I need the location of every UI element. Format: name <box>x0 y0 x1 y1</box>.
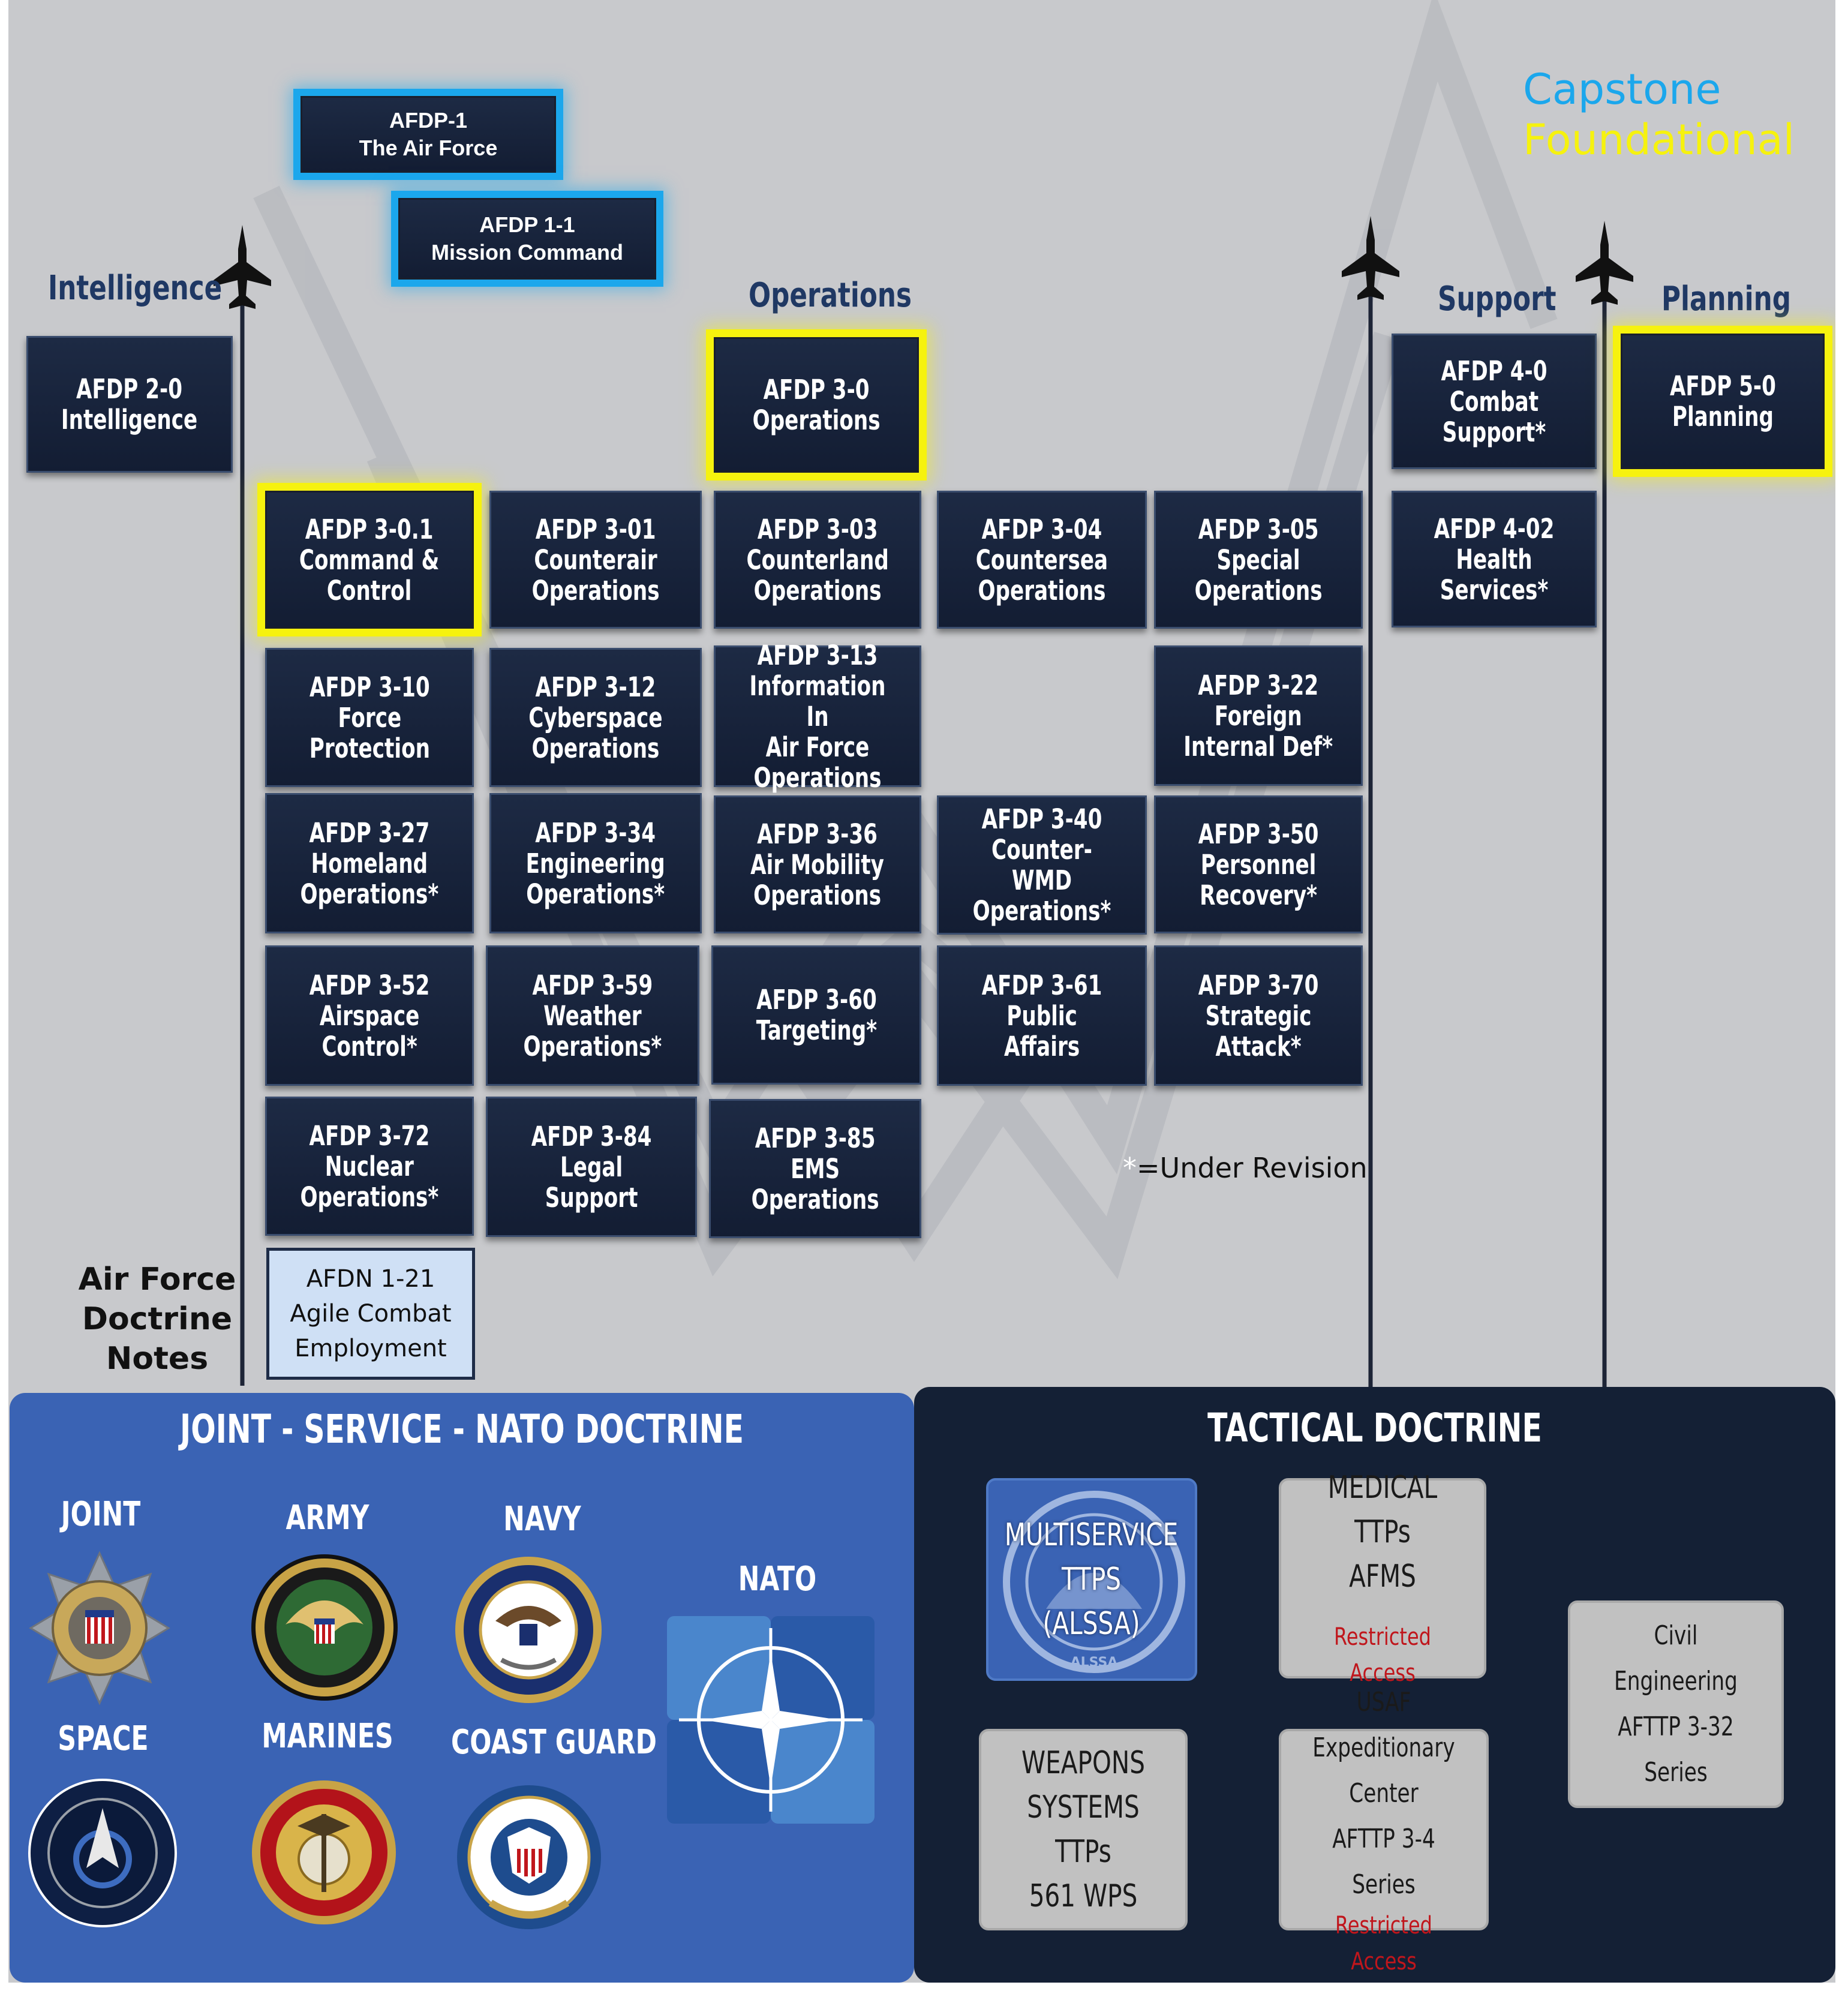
army-seal-icon <box>251 1554 398 1701</box>
doc-afdp-3-0[interactable]: AFDP 3-0 Operations <box>714 337 919 473</box>
doctrine-chart: Capstone Foundational Intelligence Opera… <box>8 0 1835 1983</box>
tac-civil-engineering[interactable]: Civil Engineering AFTTP 3-32 Series <box>1568 1600 1784 1808</box>
legend-capstone: Capstone <box>1523 65 1721 114</box>
tactical-doctrine-panel: TACTICAL DOCTRINE ALSSA MULTISERVICE TTP… <box>914 1387 1835 1983</box>
doc-afdp-3-36[interactable]: AFDP 3-36 Air Mobility Operations <box>714 795 921 933</box>
service-label-nato: NATO <box>738 1560 817 1599</box>
tac-multiservice-ttps[interactable]: ALSSA MULTISERVICE TTPS (ALSSA) <box>986 1478 1197 1681</box>
navy-seal-icon <box>455 1557 602 1703</box>
alssa-seal-icon: ALSSA <box>1003 1491 1185 1673</box>
doc-afdn-1-21[interactable]: AFDN 1-21 Agile Combat Employment <box>266 1248 475 1380</box>
doc-afdp-2-0[interactable]: AFDP 2-0 Intelligence <box>26 336 233 473</box>
legend-foundational: Foundational <box>1523 115 1795 164</box>
doc-afdp-3-84[interactable]: AFDP 3-84 Legal Support <box>486 1097 697 1237</box>
tac-medical-restricted: Restricted Access <box>1334 1623 1431 1687</box>
tac-medical-label: MEDICAL TTPs AFMS <box>1327 1470 1438 1594</box>
revision-text: =Under Revision <box>1137 1152 1368 1184</box>
nato-compass-icon <box>667 1616 875 1824</box>
timeline-arrows <box>240 246 1607 1391</box>
tac-multiservice-label: MULTISERVICE TTPS (ALSSA) <box>1005 1517 1179 1642</box>
doc-afdp-3-03[interactable]: AFDP 3-03 Counterland Operations <box>714 491 921 629</box>
joint-service-nato-panel: JOINT - SERVICE - NATO DOCTRINE JOINT AR… <box>10 1393 914 1983</box>
doc-afdp-3-85[interactable]: AFDP 3-85 EMS Operations <box>709 1099 921 1238</box>
service-label-army: ARMY <box>286 1498 369 1537</box>
doc-afdp-3-0-1[interactable]: AFDP 3-0.1 Command & Control <box>265 491 474 629</box>
doc-afdp-3-61[interactable]: AFDP 3-61 Public Affairs <box>937 945 1147 1086</box>
coast-guard-seal-icon <box>457 1785 601 1929</box>
doc-afdp-3-13[interactable]: AFDP 3-13 Information In Air Force Opera… <box>714 640 921 793</box>
doc-afdp-3-34[interactable]: AFDP 3-34 Engineering Operations* <box>489 793 702 933</box>
service-label-marines: MARINES <box>262 1717 393 1756</box>
fighter-jet-icon <box>214 225 271 309</box>
doc-afdp-3-12[interactable]: AFDP 3-12 Cyberspace Operations <box>489 648 702 787</box>
marine-corps-seal-icon <box>252 1780 396 1924</box>
service-label-space: SPACE <box>58 1719 149 1758</box>
doc-afdp-3-59[interactable]: AFDP 3-59 Weather Operations* <box>486 945 699 1086</box>
doc-afdp-4-0[interactable]: AFDP 4-0 Combat Support* <box>1392 334 1597 469</box>
doc-afdp-3-22[interactable]: AFDP 3-22 Foreign Internal Def* <box>1154 645 1363 786</box>
doc-afdp-3-04[interactable]: AFDP 3-04 Countersea Operations <box>937 491 1147 629</box>
doctrine-notes-heading: Air Force Doctrine Notes <box>78 1262 236 1377</box>
doc-afdp-3-40[interactable]: AFDP 3-40 Counter-WMD Operations* <box>937 795 1147 935</box>
tac-expeditionary-restricted: Restricted Access <box>1335 1912 1432 1975</box>
tac-weapons-systems-ttps[interactable]: WEAPONS SYSTEMS TTPs 561 WPS <box>979 1729 1188 1930</box>
tac-expeditionary-center[interactable]: USAF Expeditionary Center AFTTP 3-4 Seri… <box>1279 1687 1489 1975</box>
doc-afdp-3-72[interactable]: AFDP 3-72 Nuclear Operations* <box>265 1097 474 1236</box>
service-label-joint: JOINT <box>61 1495 141 1534</box>
doc-afdp-3-70[interactable]: AFDP 3-70 Strategic Attack* <box>1154 945 1363 1086</box>
joint-chiefs-seal-icon <box>29 1551 170 1705</box>
doc-afdp-3-52[interactable]: AFDP 3-52 Airspace Control* <box>265 945 474 1086</box>
doc-afdp-3-60[interactable]: AFDP 3-60 Targeting* <box>711 945 921 1085</box>
doc-afdp-3-10[interactable]: AFDP 3-10 Force Protection <box>265 648 474 787</box>
doc-afdp-3-05[interactable]: AFDP 3-05 Special Operations <box>1154 491 1363 629</box>
column-intelligence: Intelligence <box>48 269 223 308</box>
tac-weapons-label: WEAPONS SYSTEMS TTPs 561 WPS <box>1021 1745 1145 1914</box>
column-support: Support <box>1438 280 1556 319</box>
service-label-navy: NAVY <box>503 1500 581 1539</box>
fighter-jet-icon <box>1576 221 1633 305</box>
doc-afdp-3-27[interactable]: AFDP 3-27 Homeland Operations* <box>265 793 474 933</box>
revision-star: * <box>1123 1152 1137 1184</box>
doc-afdp-1-1[interactable]: AFDP 1-1 Mission Command <box>398 198 656 280</box>
alssa-seal-caption: ALSSA <box>1071 1655 1118 1670</box>
doc-afdp-5-0[interactable]: AFDP 5-0 Planning <box>1621 334 1825 469</box>
tac-civil-label: Civil Engineering AFTTP 3-32 Series <box>1614 1620 1738 1788</box>
fighter-jet-icon <box>1342 216 1399 300</box>
column-operations: Operations <box>749 276 912 315</box>
space-force-seal-icon <box>28 1779 177 1927</box>
doc-afdp-3-50[interactable]: AFDP 3-50 Personnel Recovery* <box>1154 795 1363 933</box>
doc-afdp-1[interactable]: AFDP-1 The Air Force <box>301 96 556 173</box>
doc-afdp-4-02[interactable]: AFDP 4-02 Health Services* <box>1392 491 1597 627</box>
tactical-panel-title: TACTICAL DOCTRINE <box>1207 1405 1542 1451</box>
revision-note: *=Under Revision <box>1123 1152 1368 1184</box>
joint-panel-title: JOINT - SERVICE - NATO DOCTRINE <box>180 1406 744 1452</box>
column-planning: Planning <box>1661 280 1791 319</box>
tac-expeditionary-label: USAF Expeditionary Center AFTTP 3-4 Seri… <box>1312 1687 1455 1900</box>
tac-medical-ttps[interactable]: MEDICAL TTPs AFMS Restricted Access <box>1279 1470 1486 1687</box>
service-label-coast-guard: COAST GUARD <box>451 1723 657 1762</box>
doc-afdp-3-01[interactable]: AFDP 3-01 Counterair Operations <box>489 491 702 629</box>
